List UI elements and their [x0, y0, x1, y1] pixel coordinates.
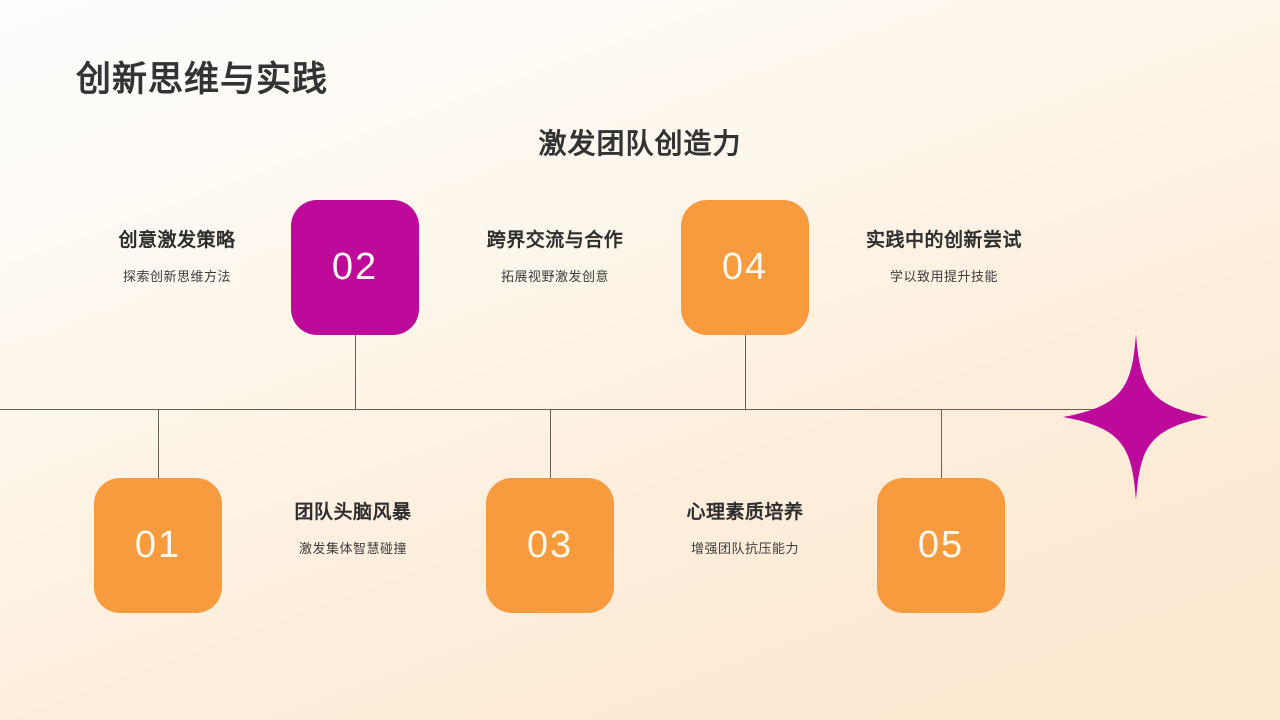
timeline-node-03[interactable]: 03 — [486, 478, 614, 613]
timeline-node-number: 03 — [526, 524, 574, 566]
connector-02 — [355, 335, 356, 409]
timeline-node-05[interactable]: 05 — [877, 478, 1005, 613]
page-title: 创新思维与实践 — [76, 60, 329, 99]
timeline-label-desc: 探索创新思维方法 — [122, 269, 231, 284]
timeline-label-desc: 增强团队抗压能力 — [690, 541, 799, 556]
timeline-node-04[interactable]: 04 — [681, 200, 809, 335]
timeline-label-desc: 激发集体智慧碰撞 — [298, 541, 407, 556]
timeline-node-number: 05 — [917, 524, 965, 566]
timeline-label-desc: 学以致用提升技能 — [889, 269, 998, 284]
timeline-label-top-1: 创意激发策略 探索创新思维方法 — [62, 225, 292, 285]
timeline-axis — [0, 409, 1180, 410]
timeline-node-01[interactable]: 01 — [94, 478, 222, 613]
timeline-label-title: 心理素质培养 — [686, 502, 804, 523]
timeline-label-title: 创意激发策略 — [118, 230, 236, 251]
timeline-label-desc: 拓展视野激发创意 — [500, 269, 609, 284]
connector-01 — [158, 409, 159, 478]
sparkle-icon — [1063, 334, 1209, 500]
timeline-label-title: 团队头脑风暴 — [294, 502, 412, 523]
timeline-label-top-2: 跨界交流与合作 拓展视野激发创意 — [440, 225, 670, 285]
timeline-label-title: 跨界交流与合作 — [486, 230, 624, 251]
timeline-label-bottom-1: 团队头脑风暴 激发集体智慧碰撞 — [238, 497, 468, 557]
timeline-node-number: 02 — [331, 246, 379, 288]
timeline-node-number: 04 — [721, 246, 769, 288]
connector-03 — [550, 409, 551, 478]
timeline-node-02[interactable]: 02 — [291, 200, 419, 335]
timeline-node-number: 01 — [134, 524, 182, 566]
connector-04 — [745, 335, 746, 409]
timeline-label-bottom-2: 心理素质培养 增强团队抗压能力 — [630, 497, 860, 557]
timeline-label-top-3: 实践中的创新尝试 学以致用提升技能 — [829, 225, 1059, 285]
timeline-label-title: 实践中的创新尝试 — [865, 230, 1022, 251]
connector-05 — [941, 409, 942, 478]
page-subtitle: 激发团队创造力 — [538, 128, 742, 159]
